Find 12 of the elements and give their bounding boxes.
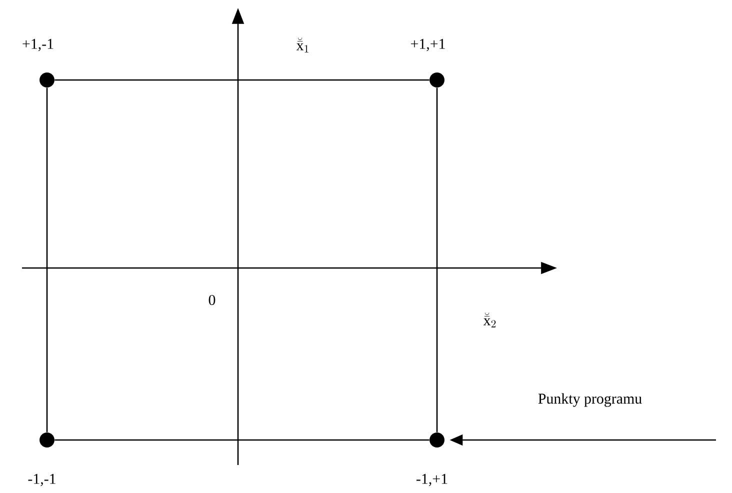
square-side <box>54 79 430 81</box>
square-side <box>46 88 48 432</box>
point-label: -1,-1 <box>28 474 56 486</box>
origin-label: 0 <box>208 294 216 306</box>
edge-label: Punkty programu <box>536 392 644 408</box>
square-side <box>436 88 438 432</box>
point-label: +1,-1 <box>22 38 54 52</box>
point-label: +1,+1 <box>410 38 445 52</box>
square-side <box>54 439 430 441</box>
axis-label: $\breve{\bar{\mathrm{x}}}_1$ <box>296 38 308 52</box>
axis-label: $\breve{\bar{\mathrm{x}}}_2$ <box>483 312 496 328</box>
point-label: -1,+1 <box>416 474 448 486</box>
